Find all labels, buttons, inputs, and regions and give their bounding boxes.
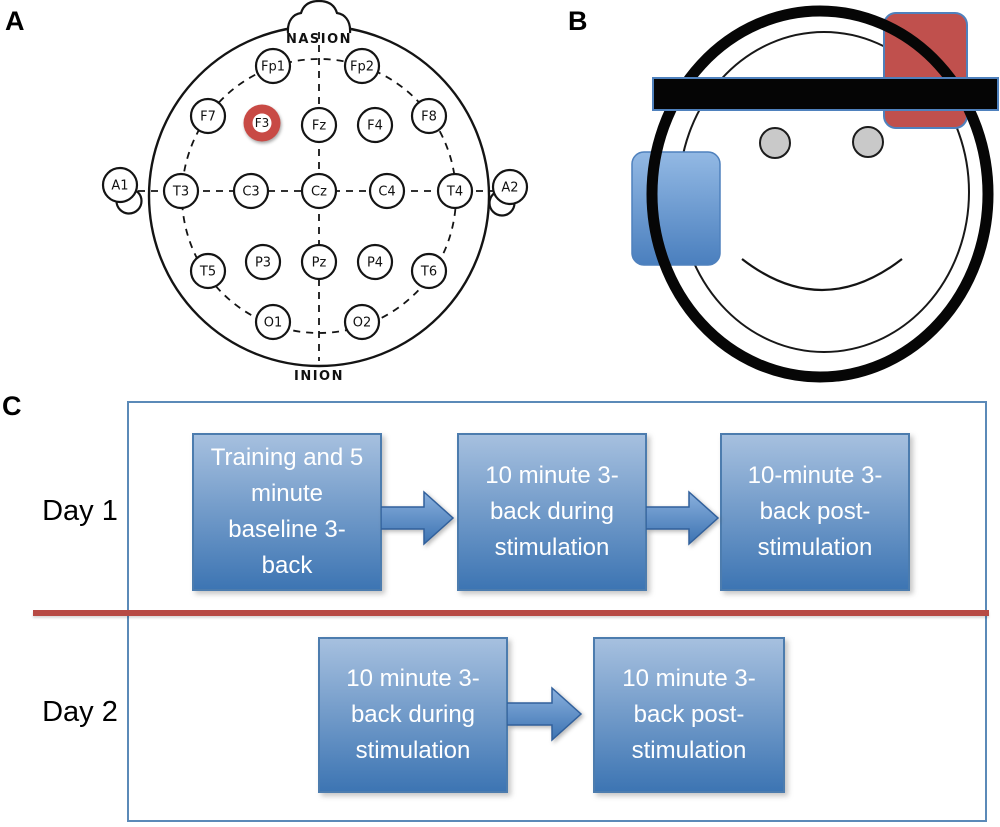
svg-text:F3: F3 bbox=[255, 116, 270, 130]
svg-text:O1: O1 bbox=[264, 316, 283, 331]
flow-step-box: 10-minute 3-back post-stimulation bbox=[720, 433, 910, 591]
svg-text:Fp1: Fp1 bbox=[261, 60, 285, 75]
electrode-c3: C3 bbox=[232, 172, 270, 210]
flow-step-box: 10 minute 3-back post-stimulation bbox=[593, 637, 785, 793]
electrode-fp1: Fp1 bbox=[254, 47, 292, 85]
svg-text:F8: F8 bbox=[421, 110, 437, 125]
svg-text:Fz: Fz bbox=[312, 119, 326, 134]
electrode-cz: Cz bbox=[300, 172, 338, 210]
day-divider-line bbox=[33, 610, 989, 616]
headband bbox=[652, 77, 999, 111]
panel-b-label: B bbox=[568, 6, 588, 36]
svg-text:Fp2: Fp2 bbox=[350, 60, 374, 75]
electrode-o1: O1 bbox=[254, 303, 292, 341]
panel-c-label: C bbox=[2, 391, 22, 421]
svg-text:A1: A1 bbox=[111, 179, 128, 194]
svg-text:A2: A2 bbox=[501, 181, 518, 196]
flow-arrow-icon bbox=[507, 686, 583, 742]
svg-text:P4: P4 bbox=[367, 256, 383, 271]
electrode-a1: A1 bbox=[101, 166, 143, 215]
left-eye-icon bbox=[759, 127, 791, 159]
panel-a-label: A bbox=[5, 6, 25, 36]
svg-text:O2: O2 bbox=[353, 316, 372, 331]
electrode-o2: O2 bbox=[343, 303, 381, 341]
svg-text:T3: T3 bbox=[172, 185, 189, 200]
flow-arrow-icon bbox=[381, 490, 455, 546]
electrode-t4: T4 bbox=[436, 172, 474, 210]
electrode-f7: F7 bbox=[189, 97, 227, 135]
svg-text:T5: T5 bbox=[199, 265, 216, 280]
inion-label: INION bbox=[294, 369, 344, 384]
svg-text:T6: T6 bbox=[420, 265, 437, 280]
svg-text:F4: F4 bbox=[367, 119, 383, 134]
svg-text:C4: C4 bbox=[378, 185, 395, 200]
flow-step-box: 10 minute 3-back during stimulation bbox=[457, 433, 647, 591]
electrode-p3: P3 bbox=[244, 243, 282, 281]
electrode-p4: P4 bbox=[356, 243, 394, 281]
cathode-electrode bbox=[631, 151, 721, 266]
electrode-f4: F4 bbox=[356, 106, 394, 144]
electrode-t6: T6 bbox=[410, 252, 448, 290]
svg-text:F7: F7 bbox=[200, 110, 216, 125]
day-2-label: Day 2 bbox=[42, 696, 118, 728]
electrode-c4: C4 bbox=[368, 172, 406, 210]
nasion-label: NASION bbox=[286, 32, 352, 47]
flow-step-box: Training and 5 minute baseline 3-back bbox=[192, 433, 382, 591]
electrode-fz: Fz bbox=[300, 106, 338, 144]
svg-text:Cz: Cz bbox=[311, 185, 327, 200]
electrode-pz: Pz bbox=[300, 243, 338, 281]
electrode-t5: T5 bbox=[189, 252, 227, 290]
flow-step-box: 10 minute 3-back during stimulation bbox=[318, 637, 508, 793]
right-eye-icon bbox=[852, 126, 884, 158]
electrode-f3: F3 bbox=[243, 104, 281, 142]
nose-icon bbox=[286, 0, 352, 34]
electrode-fp2: Fp2 bbox=[343, 47, 381, 85]
electrode-t3: T3 bbox=[162, 172, 200, 210]
svg-text:P3: P3 bbox=[255, 256, 271, 271]
day-1-label: Day 1 bbox=[42, 495, 118, 527]
svg-text:C3: C3 bbox=[242, 185, 259, 200]
smile-icon bbox=[741, 258, 903, 292]
electrode-f8: F8 bbox=[410, 97, 448, 135]
flow-arrow-icon bbox=[646, 490, 720, 546]
electrode-a2: A2 bbox=[488, 168, 529, 217]
svg-text:Pz: Pz bbox=[312, 256, 327, 271]
head-thick-outline bbox=[646, 5, 994, 383]
svg-text:T4: T4 bbox=[446, 185, 463, 200]
face-stimulation-diagram bbox=[631, 5, 999, 383]
